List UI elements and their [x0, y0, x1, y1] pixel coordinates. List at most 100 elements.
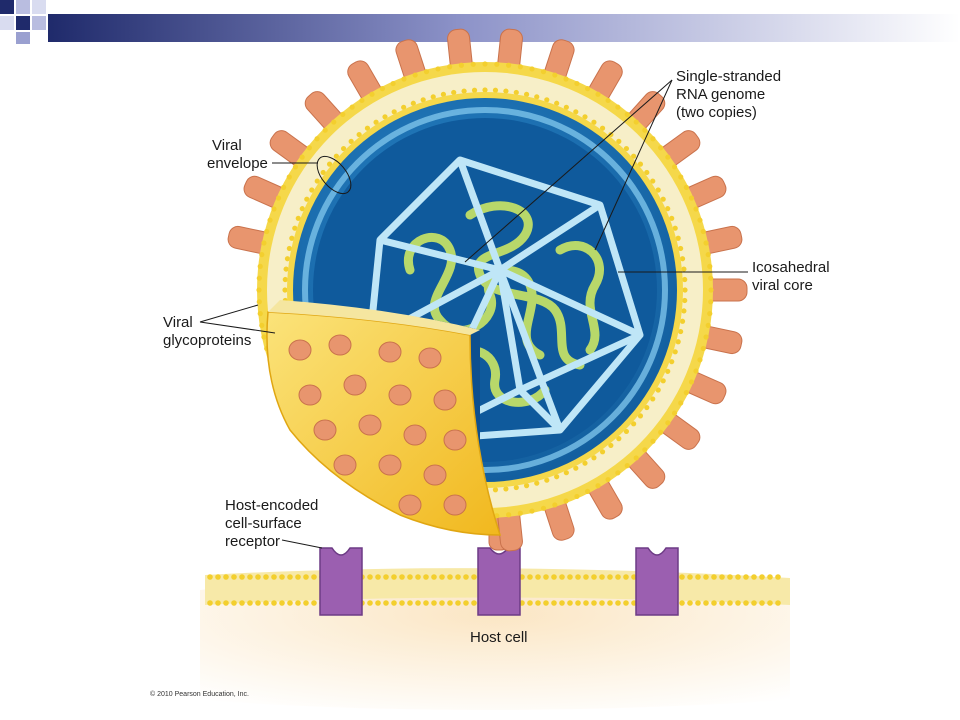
host-lipid-head [607, 574, 613, 580]
lipid-head [412, 72, 418, 78]
leader-glyco-2 [199, 321, 276, 334]
leader-genome-2 [594, 79, 673, 251]
lipid-head [373, 119, 379, 125]
host-lipid-head [247, 600, 253, 606]
lipid-head [470, 61, 476, 67]
lipid-head [401, 104, 407, 110]
host-lipid-head [751, 600, 757, 606]
lipid-head [503, 88, 509, 94]
receptor-middle [477, 547, 521, 616]
host-lipid-head [775, 600, 781, 606]
lipid-head [306, 145, 312, 151]
lipid-head [256, 275, 262, 281]
lipid-head [650, 396, 656, 402]
header-square-small [16, 32, 30, 44]
lipid-head [461, 88, 467, 94]
lipid-head [517, 510, 523, 516]
lipid-head [492, 87, 499, 93]
host-lipid-head [559, 574, 565, 580]
lipid-head [563, 76, 569, 82]
header-square-navy [0, 0, 14, 14]
host-lipid-head [471, 600, 477, 606]
lipid-head [633, 455, 639, 461]
leader-lines [199, 79, 748, 549]
host-lipid-head [727, 574, 733, 580]
lipid-head [616, 138, 622, 144]
lipid-head [591, 455, 597, 461]
host-lipid-head [767, 600, 773, 606]
host-lipid-head [399, 574, 405, 580]
flap-glycoprotein [398, 494, 422, 516]
host-lipid-head [575, 574, 581, 580]
lipid-head [430, 94, 436, 100]
lipid-head [534, 480, 540, 486]
lipid-head [259, 322, 265, 328]
lipid-head [655, 387, 661, 393]
host-lipid-head [279, 600, 285, 606]
lipid-head [267, 217, 273, 223]
lipid-head [299, 154, 305, 160]
lipid-head [471, 87, 478, 93]
lipid-head [585, 488, 591, 494]
lipid-head [333, 153, 339, 159]
lipid-head [282, 276, 288, 283]
lipid-head [665, 368, 671, 374]
lipid-head [688, 379, 695, 385]
lipid-head [642, 127, 648, 133]
host-lipid-head [455, 574, 461, 580]
host-lipid-head [607, 600, 613, 606]
host-lipid-head [567, 600, 573, 606]
host-lipid-head [263, 600, 269, 606]
lipid-head [379, 86, 385, 92]
lipid-head [683, 184, 689, 190]
lipid-head [623, 428, 630, 435]
lipid-head [544, 477, 550, 483]
lipid-head [693, 368, 699, 374]
lipid-head [705, 322, 711, 328]
lipid-head [703, 240, 709, 246]
header-square-navy-2 [16, 16, 30, 30]
lipid-head [492, 487, 499, 493]
lipid-head [615, 104, 621, 110]
host-lipid-head [599, 574, 605, 580]
icosahedron-outline [366, 156, 644, 444]
lipid-head [349, 104, 355, 110]
lipid-head [678, 245, 684, 252]
envelope-flap [266, 300, 502, 536]
host-lipid-head [591, 574, 597, 580]
host-lipid-head [679, 574, 685, 580]
host-lipid-head [583, 574, 589, 580]
lipid-head [703, 334, 709, 340]
host-lipid-head [759, 600, 765, 606]
lipid-head [261, 334, 267, 340]
lipid-head [582, 460, 588, 466]
host-lipid-head [719, 600, 725, 606]
label-genome-line3: (two copies) [676, 104, 757, 121]
lipid-head [665, 154, 671, 160]
lipid-head [283, 266, 289, 272]
host-lipid-head [423, 600, 429, 606]
leader-genome-1 [464, 79, 673, 263]
flap-glycoprotein-bases [288, 334, 467, 516]
lipid-head [513, 89, 519, 96]
host-lipid-head [239, 574, 245, 580]
lipid-head [595, 91, 601, 97]
lipid-head [320, 169, 326, 176]
lipid-head [563, 104, 569, 110]
lipid-head [494, 61, 500, 67]
lipid-head [669, 215, 675, 221]
flap-glycoprotein [328, 334, 352, 356]
host-lipid-head [775, 574, 781, 580]
lipid-head [665, 206, 671, 212]
lipid-head [650, 136, 656, 142]
flap-glycoprotein [313, 419, 337, 441]
host-lipid-head [599, 600, 605, 606]
host-lipid-head [303, 574, 309, 580]
host-lipid-head [207, 600, 213, 606]
lipid-head [678, 400, 684, 406]
lipid-head [563, 470, 569, 476]
host-lipid-head [287, 574, 293, 580]
host-lipid-head [303, 600, 309, 606]
host-lipid-head [223, 574, 229, 580]
